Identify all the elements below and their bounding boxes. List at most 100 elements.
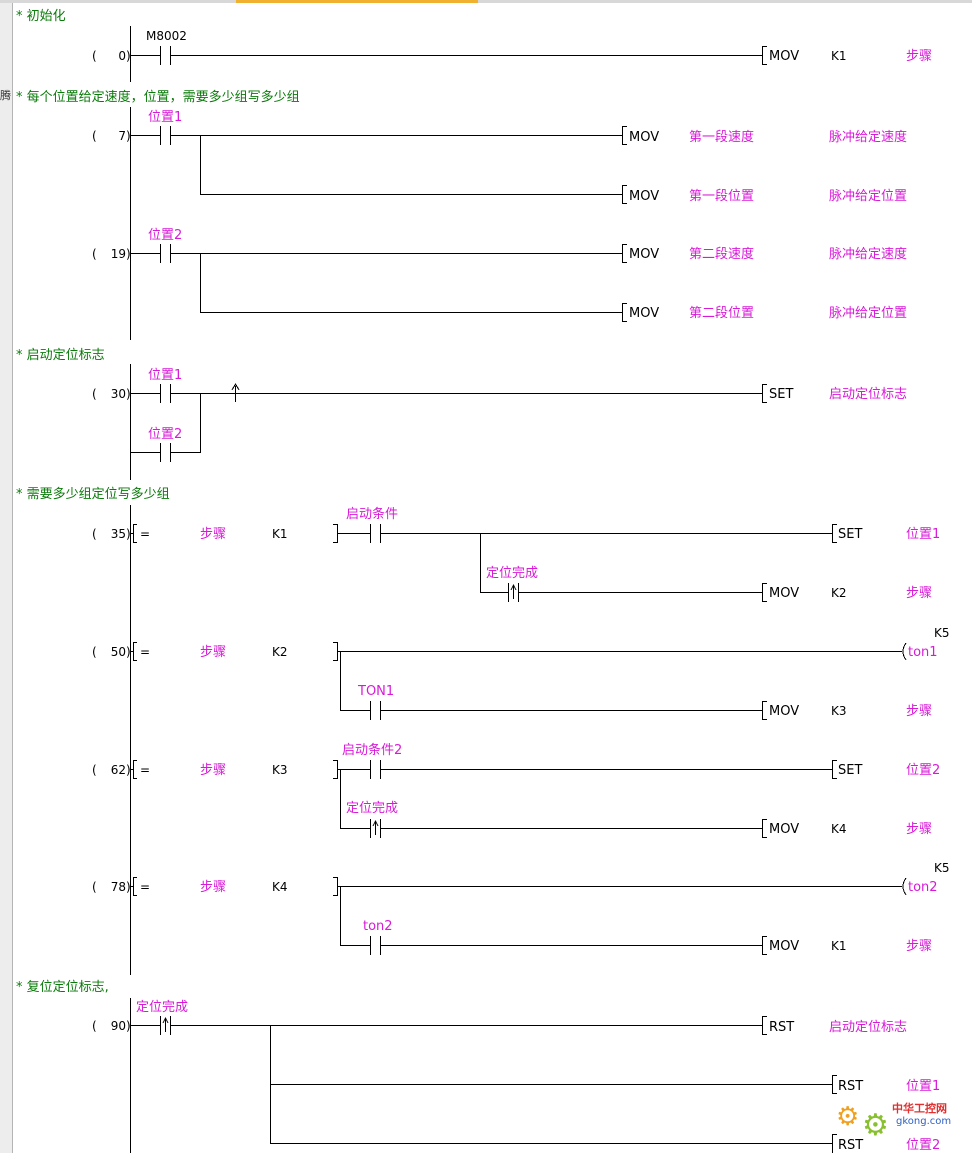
step-number: ( xyxy=(92,49,97,63)
operand[interactable]: 脉冲给定位置 xyxy=(829,306,907,321)
operand[interactable]: 位置1 xyxy=(906,1079,940,1094)
compare-operand[interactable]: 步骤 xyxy=(200,645,226,660)
step-number: ( xyxy=(92,1019,97,1033)
comment-initialize[interactable]: * 初始化 xyxy=(16,9,66,24)
operand[interactable]: 启动定位标志 xyxy=(829,387,907,402)
operand[interactable]: 脉冲给定速度 xyxy=(829,129,907,145)
step-close: ) xyxy=(126,527,131,541)
left-panel-glyph: 腾 xyxy=(0,89,11,102)
contact-label[interactable]: 启动条件 xyxy=(346,506,398,522)
step-close: ) xyxy=(126,1019,131,1033)
compare-op[interactable]: = xyxy=(140,880,150,894)
step-number: 90 xyxy=(111,1019,126,1033)
operand[interactable]: 脉冲给定速度 xyxy=(829,246,907,262)
operand[interactable]: 第二段位置 xyxy=(689,306,754,321)
instruction[interactable]: MOV xyxy=(769,49,799,64)
contact-label[interactable]: TON1 xyxy=(357,684,394,699)
instruction[interactable]: MOV xyxy=(769,586,799,601)
compare-operand[interactable]: 步骤 xyxy=(200,763,226,778)
operand[interactable]: 位置2 xyxy=(906,1138,940,1153)
instruction[interactable]: SET xyxy=(838,763,862,778)
operand[interactable]: 第一段位置 xyxy=(689,189,754,204)
operand[interactable]: 步骤 xyxy=(906,939,932,954)
watermark-title: 中华工控网 xyxy=(892,1102,947,1115)
operand[interactable]: 步骤 xyxy=(906,704,932,719)
contact-label[interactable]: 定位完成 xyxy=(486,566,538,581)
operand[interactable]: 位置1 xyxy=(906,527,940,542)
step-close: ) xyxy=(126,763,131,777)
contact-label[interactable]: ton2 xyxy=(363,919,393,934)
step-close: ) xyxy=(126,645,131,659)
left-side-panel[interactable]: 腾 xyxy=(0,3,13,1153)
instruction[interactable]: MOV xyxy=(629,189,659,204)
watermark-url: gkong.com xyxy=(896,1116,952,1127)
operand[interactable]: K1 xyxy=(831,939,847,953)
timer-preset[interactable]: K5 xyxy=(934,861,950,875)
contact-label[interactable]: 定位完成 xyxy=(346,801,398,816)
contact-label[interactable]: 启动条件2 xyxy=(342,742,402,758)
contact-label[interactable]: 位置2 xyxy=(148,228,182,243)
operand[interactable]: 第一段速度 xyxy=(689,129,754,145)
compare-operand[interactable]: K2 xyxy=(272,645,288,659)
gear-icon: ⚙ xyxy=(862,1108,889,1143)
comment-reset-flag[interactable]: * 复位定位标志, xyxy=(16,980,109,995)
instruction[interactable]: RST xyxy=(838,1138,863,1153)
comment-position-setup[interactable]: * 每个位置给定速度，位置，需要多少组写多少组 xyxy=(16,89,300,105)
instruction[interactable]: MOV xyxy=(629,247,659,262)
operand[interactable]: 步骤 xyxy=(906,586,932,601)
instruction[interactable]: SET xyxy=(838,527,862,542)
compare-op[interactable]: = xyxy=(140,763,150,777)
compare-operand[interactable]: 步骤 xyxy=(200,880,226,895)
compare-operand[interactable]: K1 xyxy=(272,527,288,541)
operand[interactable]: 步骤 xyxy=(906,822,932,837)
instruction[interactable]: SET xyxy=(769,387,793,402)
instruction[interactable]: MOV xyxy=(769,822,799,837)
step-number: ( xyxy=(92,527,97,541)
instruction[interactable]: MOV xyxy=(769,939,799,954)
contact-label[interactable]: 位置1 xyxy=(148,110,182,125)
instruction[interactable]: MOV xyxy=(629,306,659,321)
operand[interactable]: 位置2 xyxy=(906,763,940,778)
gear-icon: ⚙ xyxy=(836,1102,860,1132)
active-tab-indicator[interactable] xyxy=(236,0,478,3)
instruction[interactable]: RST xyxy=(769,1020,794,1035)
watermark-logo: ⚙ ⚙ 中华工控网 gkong.com xyxy=(836,1094,966,1144)
window-top-bar xyxy=(0,0,972,3)
operand[interactable]: K1 xyxy=(831,49,847,63)
contact-label[interactable]: M8002 xyxy=(146,29,187,43)
operand[interactable]: K3 xyxy=(831,704,847,718)
step-number: ( xyxy=(92,387,97,401)
timer-coil[interactable]: ton2 xyxy=(908,880,938,895)
operand[interactable]: K4 xyxy=(831,822,847,836)
step-number: 0 xyxy=(118,49,126,63)
timer-coil[interactable]: ton1 xyxy=(908,645,938,660)
instruction[interactable]: MOV xyxy=(629,130,659,145)
operand[interactable]: 第二段速度 xyxy=(689,246,754,262)
step-number: 30 xyxy=(111,387,126,401)
compare-operand[interactable]: K4 xyxy=(272,880,288,894)
operand[interactable]: 启动定位标志 xyxy=(829,1020,907,1035)
contact-label[interactable]: 位置2 xyxy=(148,427,182,442)
operand[interactable]: 脉冲给定位置 xyxy=(829,189,907,204)
comment-positioning-groups[interactable]: * 需要多少组定位写多少组 xyxy=(16,486,170,502)
contact-label[interactable]: 位置1 xyxy=(148,368,182,383)
instruction[interactable]: MOV xyxy=(769,704,799,719)
compare-op[interactable]: = xyxy=(140,645,150,659)
step-number: ( xyxy=(92,763,97,777)
compare-op[interactable]: = xyxy=(140,527,150,541)
step-number: ( xyxy=(92,880,97,894)
step-close: ) xyxy=(126,247,131,261)
timer-preset[interactable]: K5 xyxy=(934,626,950,640)
comment-start-flag[interactable]: * 启动定位标志 xyxy=(16,348,105,363)
contact-label[interactable]: 定位完成 xyxy=(136,1000,188,1015)
compare-operand[interactable]: K3 xyxy=(272,763,288,777)
step-close: ) xyxy=(126,49,131,63)
operand[interactable]: 步骤 xyxy=(906,49,932,64)
step-number: 62 xyxy=(111,763,126,777)
step-number: ( xyxy=(92,645,97,659)
instruction[interactable]: RST xyxy=(838,1079,863,1094)
compare-operand[interactable]: 步骤 xyxy=(200,527,226,542)
step-number: 19 xyxy=(111,247,126,261)
operand[interactable]: K2 xyxy=(831,586,847,600)
